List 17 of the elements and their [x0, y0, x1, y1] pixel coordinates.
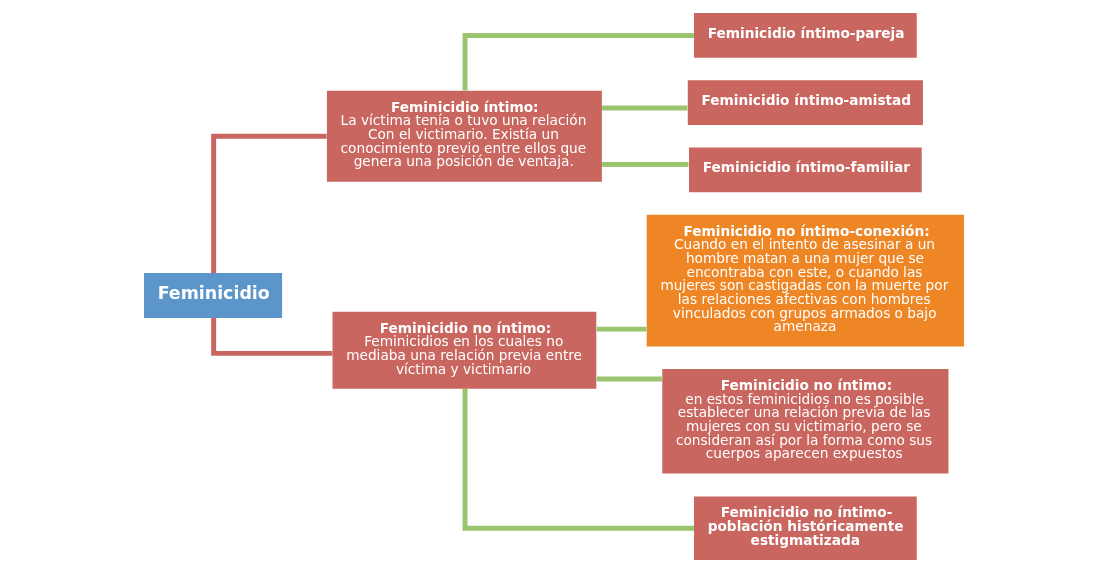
- node-box: Feminicidio no íntimo: Feminicidios en los cuales no mediaba una relación previa entre víctima y victimario: [332, 311, 597, 389]
- connector: [211, 133, 327, 274]
- node-box: Feminicidio íntimo-amistad: [687, 80, 923, 126]
- node-box: Feminicidio no íntimo-población históricamente estigmatizada: [694, 496, 917, 560]
- node-box: Feminicidio íntimo: La víctima tenía o tuvo una relación Con el victimario. Existía un conocimiento previo entre ellos que genera una posición de ventaja.: [326, 90, 602, 182]
- connector: [596, 326, 647, 332]
- node-box: Feminicidio no íntimo: en estos feminicidios no es posible establecer una relación previa de las mujeres con su victimario, pero se consideran así por la forma como sus cuerpos aparecen expuestos: [662, 368, 949, 474]
- node-box: Feminicidio: [144, 273, 283, 318]
- connector: [462, 32, 694, 91]
- node-box: Feminicidio íntimo-familiar: [689, 147, 922, 193]
- connector: [602, 162, 689, 168]
- connector: [602, 105, 688, 111]
- connector: [462, 388, 694, 531]
- connector: [211, 318, 333, 356]
- node-box: Feminicidio íntimo-pareja: [694, 13, 917, 58]
- node-box: Feminicidio no íntimo-conexión: Cuando en el intento de asesinar a un hombre matan a una mujer que se encontraba con este, o cuando las mujeres son castigadas con la muerte por las relaciones afectivas con hombres vinculados con grupos armados o bajo amenaza: [646, 214, 964, 347]
- connector: [596, 376, 662, 382]
